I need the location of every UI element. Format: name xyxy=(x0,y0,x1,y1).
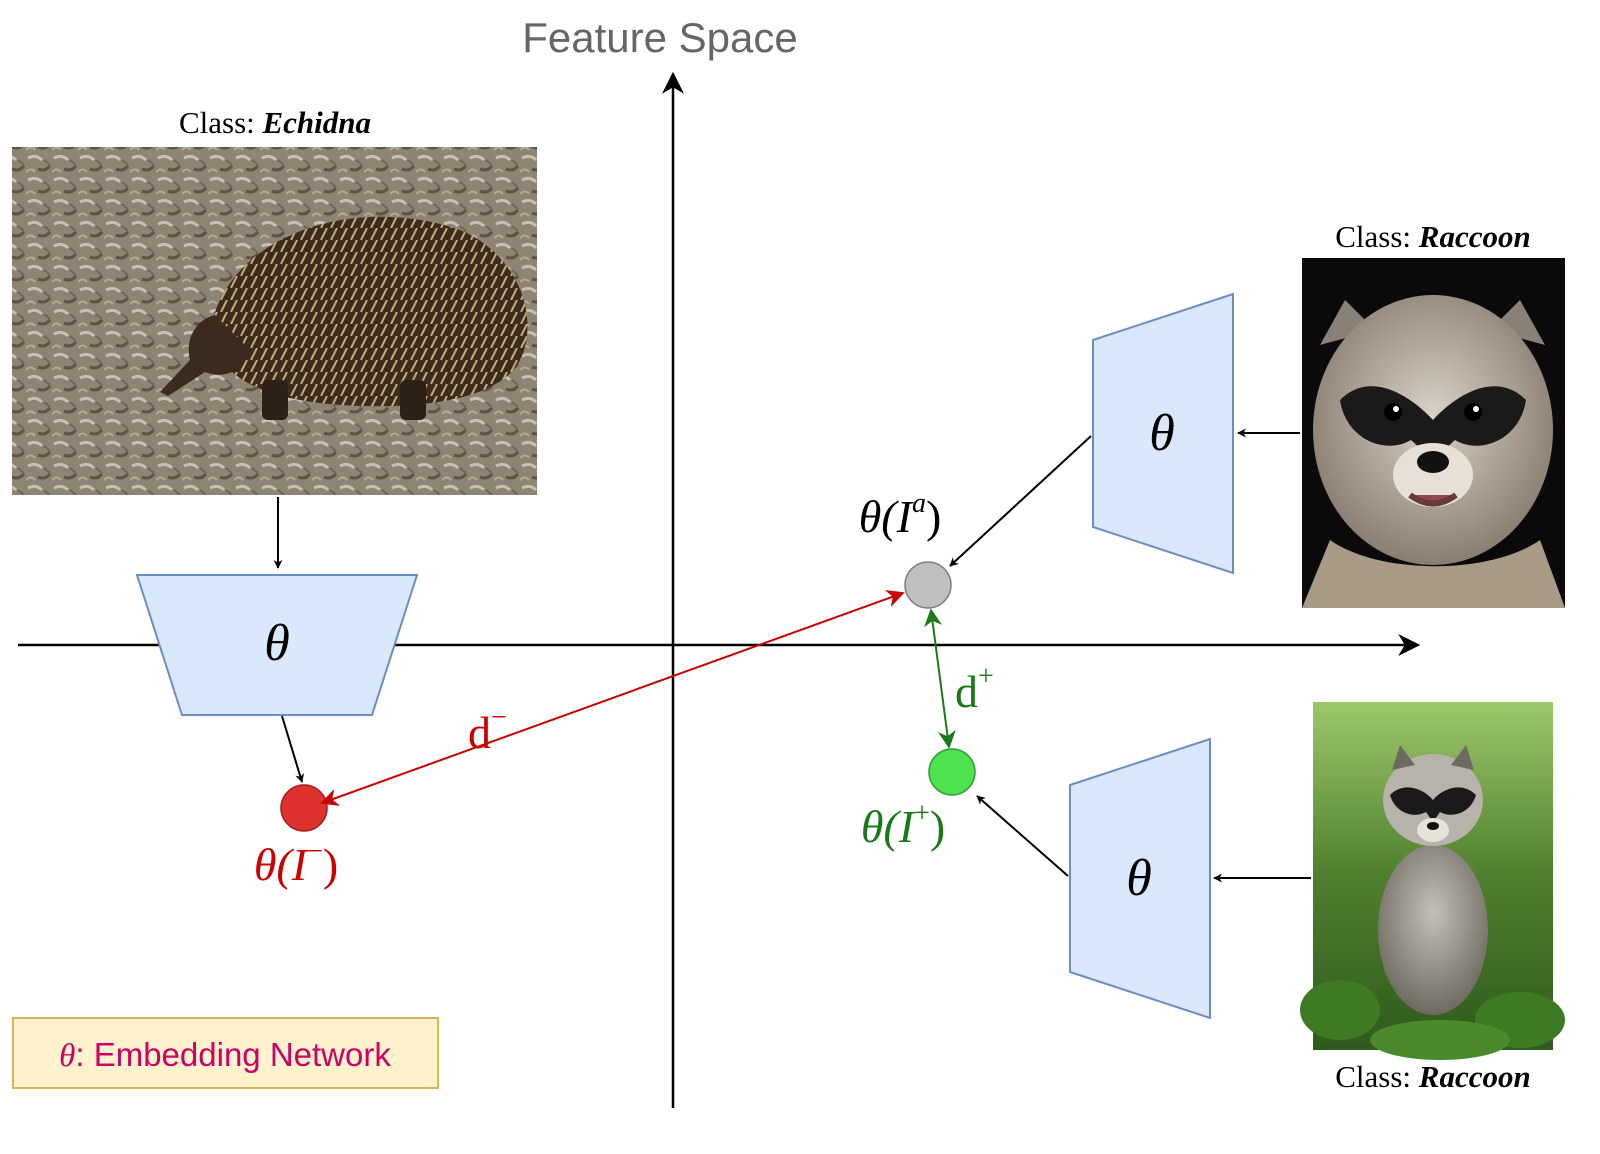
anchor-embedding-label: θ(Ia) xyxy=(859,488,942,542)
raccoon-positive-image xyxy=(1300,702,1565,1060)
raccoon-positive-class-label: Class: Raccoon xyxy=(1335,1059,1530,1094)
positive-embedding-label: θ(I+) xyxy=(861,798,945,852)
echidna-image xyxy=(12,147,537,495)
legend-box: θ: Embedding Network xyxy=(12,1017,439,1089)
raccoon-anchor-image xyxy=(1302,258,1565,608)
negative-distance-arrow xyxy=(320,590,905,806)
legend-text: θ: Embedding Network xyxy=(59,1036,391,1074)
network-to-positive-arrow xyxy=(976,795,1069,877)
negative-distance-label: d− xyxy=(468,702,507,758)
positive-distance-arrow xyxy=(924,608,956,749)
anchor-embedding-point xyxy=(904,561,952,609)
negative-embedding-point xyxy=(280,784,328,832)
network-anchor: θ xyxy=(1092,292,1234,575)
network-negative-symbol: θ xyxy=(264,615,290,672)
network-positive: θ xyxy=(1069,737,1211,1020)
positive-distance-label: d+ xyxy=(955,661,994,717)
network-negative: θ xyxy=(135,574,419,716)
network-to-anchor-arrow xyxy=(949,435,1092,567)
negative-embedding-label: θ(I−) xyxy=(254,836,338,890)
raccoon-anchor-class-label: Class: Raccoon xyxy=(1335,219,1530,254)
network-to-negative-arrow xyxy=(281,715,304,783)
network-anchor-symbol: θ xyxy=(1149,405,1175,462)
positive-embedding-point xyxy=(928,748,976,796)
echidna-class-label: Class: Echidna xyxy=(179,105,371,140)
feature-space-title: Feature Space xyxy=(522,14,798,61)
network-positive-symbol: θ xyxy=(1126,850,1152,907)
